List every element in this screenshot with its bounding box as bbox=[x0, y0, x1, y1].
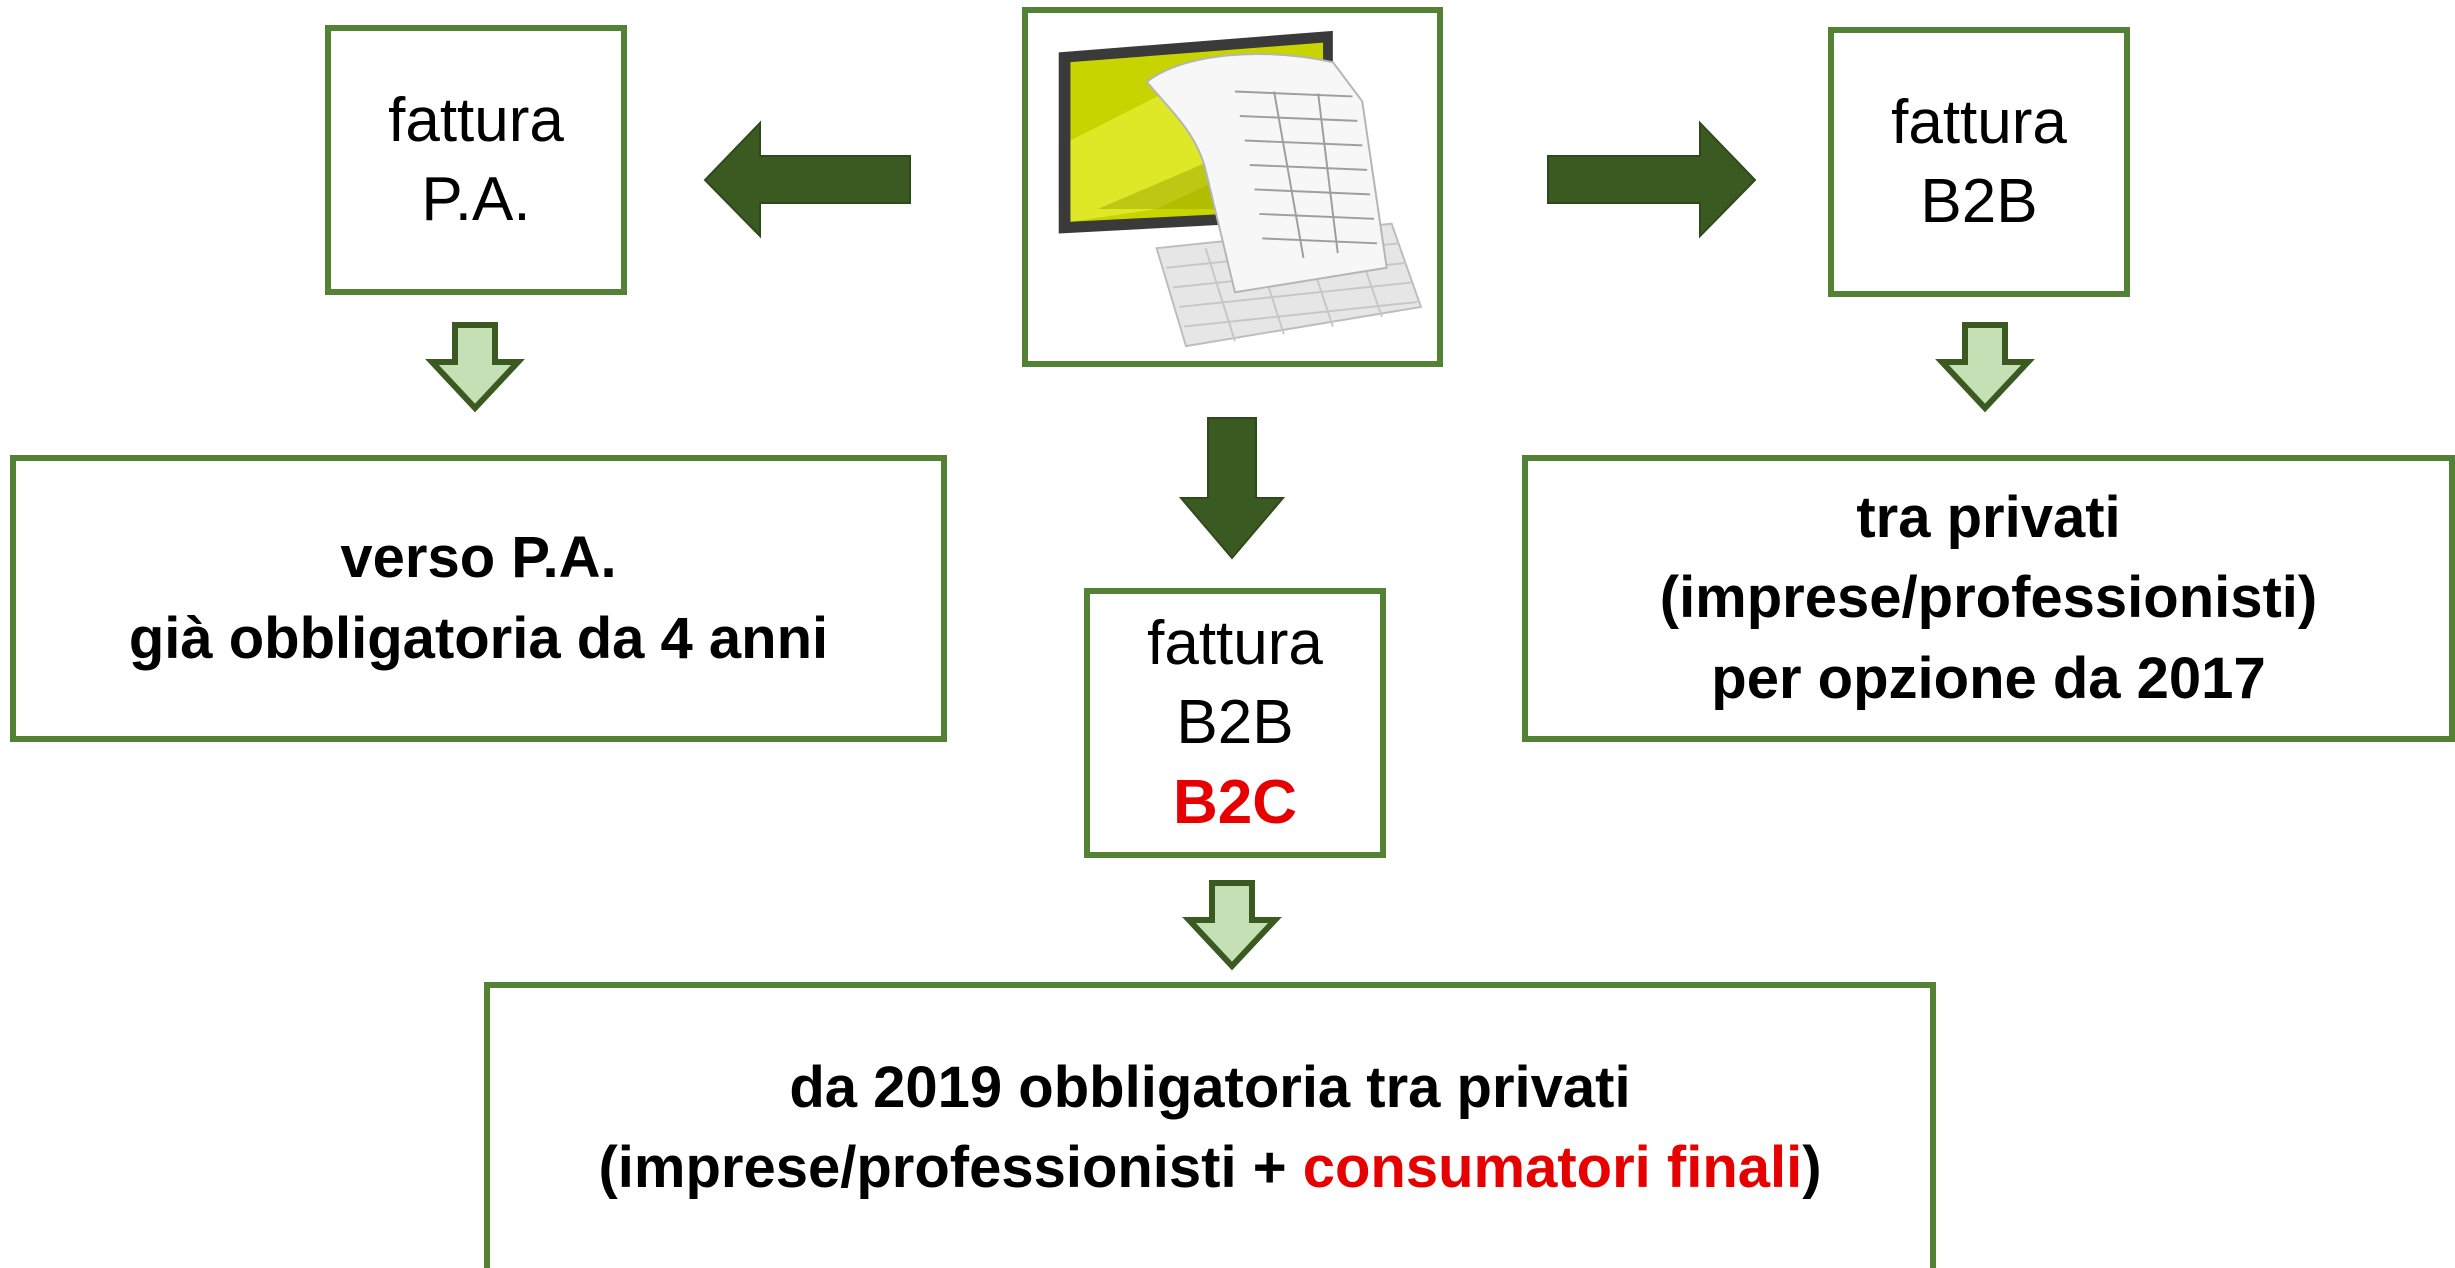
pa-result-line1: verso P.A. bbox=[340, 525, 617, 591]
center-image-box bbox=[1022, 7, 1443, 367]
b2c-result-line1: da 2019 obbligatoria tra privati bbox=[789, 1054, 1631, 1120]
b2c-result-box: da 2019 obbligatoria tra privati (impres… bbox=[484, 982, 1936, 1268]
invoice-b2c-highlight: B2C bbox=[1172, 767, 1298, 837]
invoice-pa-box: fattura P.A. bbox=[325, 25, 627, 295]
invoice-b2b-line1: fattura bbox=[1891, 87, 2067, 157]
b2b-result-line2: (imprese/professionisti) bbox=[1659, 565, 2318, 631]
b2b-result-line1: tra privati bbox=[1856, 485, 2121, 551]
invoice-b2c-line2: B2B bbox=[1176, 688, 1294, 758]
arrow-down-right-icon bbox=[1935, 322, 2035, 413]
b2c-result-line2-suffix: ) bbox=[1802, 1135, 1822, 1200]
b2c-result-line2: (imprese/professionisti + consumatori fi… bbox=[598, 1128, 1821, 1208]
b2c-result-highlight: consumatori finali bbox=[1302, 1135, 1803, 1200]
b2c-result-line2-prefix: (imprese/professionisti + bbox=[598, 1135, 1303, 1200]
pa-result-line2: già obbligatoria da 4 anni bbox=[128, 605, 829, 671]
arrow-right-icon bbox=[1547, 120, 1757, 239]
arrow-down-left-icon bbox=[425, 322, 525, 413]
pa-result-box: verso P.A. già obbligatoria da 4 anni bbox=[10, 455, 947, 742]
b2b-result-box: tra privati (imprese/professionisti) per… bbox=[1522, 455, 2455, 742]
e-invoice-monitor-keyboard-icon bbox=[1058, 30, 1423, 348]
arrow-down-bottom-icon bbox=[1182, 880, 1282, 971]
invoice-b2b-line2: B2B bbox=[1920, 167, 2038, 236]
arrow-down-center-icon bbox=[1178, 417, 1286, 560]
invoice-pa-line2: P.A. bbox=[421, 165, 531, 234]
invoice-pa-line1: fattura bbox=[388, 85, 564, 155]
invoice-b2c-line1: fattura bbox=[1147, 608, 1323, 678]
b2b-result-line3: per opzione da 2017 bbox=[1711, 645, 2266, 711]
arrow-left-icon bbox=[703, 120, 911, 239]
invoice-b2b-b2c-box: fattura B2B B2C bbox=[1084, 588, 1386, 858]
invoice-b2b-box: fattura B2B bbox=[1828, 27, 2130, 297]
